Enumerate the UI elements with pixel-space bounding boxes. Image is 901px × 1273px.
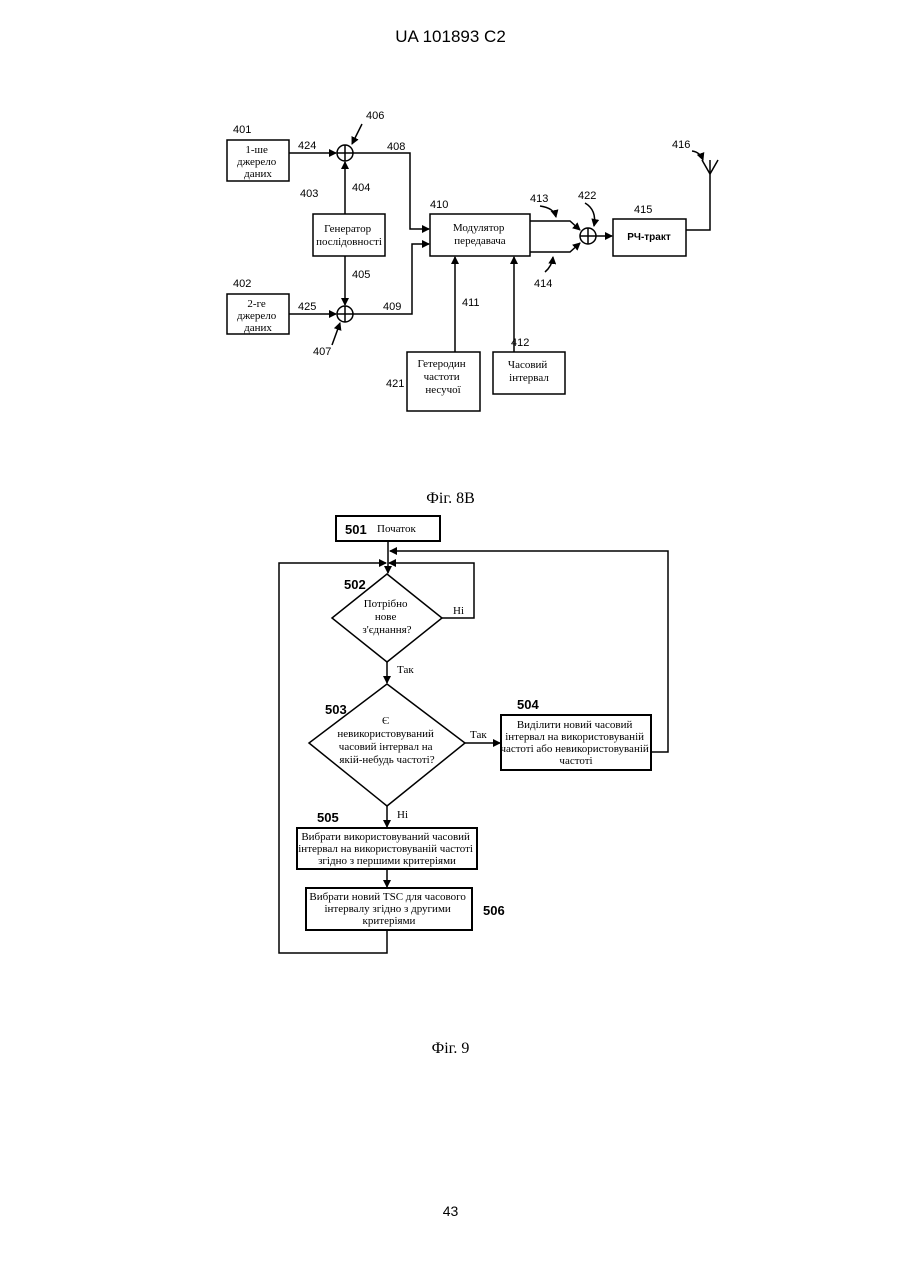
block-506-number: 506 [483,903,505,918]
decision-503-yes-label: Так [470,729,487,741]
adder-406 [337,145,353,161]
sequence-generator-block [313,214,385,256]
start-label: Початок [377,523,416,535]
ref-405: 405 [352,269,370,281]
start-number: 501 [345,522,367,537]
adder-406-number: 406 [366,110,384,122]
generator-number: 403 [300,188,318,200]
source-1-label: 1-ше джерело даних [237,144,279,180]
antenna-feed [686,174,710,230]
source-1-number: 401 [233,124,251,136]
modulator-label: Модулятор передавача [453,222,507,247]
line-413 [530,221,580,230]
block-504-text: Виділити новий часовий інтервал на викор… [500,719,651,767]
ref-424: 424 [298,140,316,152]
block-505-number: 505 [317,810,339,825]
ref-413: 413 [530,193,548,205]
source-2-label: 2-ге джерело даних [237,298,279,334]
ref-425: 425 [298,301,316,313]
decision-503-no-label: Ні [397,809,408,821]
fig-8b-caption: Фіг. 8В [0,490,901,508]
antenna-icon [702,160,718,174]
decision-502-number: 502 [344,577,366,592]
decision-502-text: Потрібно нове з'єднання? [362,598,411,636]
decision-502-no-label: Ні [453,605,464,617]
rf-path-number: 415 [634,204,652,216]
modulator-number: 410 [430,199,448,211]
adder-407-number: 407 [313,346,331,358]
time-slot-label: Часовий інтервал [508,359,550,384]
oscillator-number: 421 [386,378,404,390]
ref-409: 409 [383,301,401,313]
antenna-number: 416 [672,139,690,151]
line-414 [530,243,580,252]
fig-9-flowchart: 501 Початок Потрібно нове з'єднання? 502… [0,510,901,980]
rf-path-label: РЧ-тракт [627,232,671,243]
adder-422 [580,228,596,244]
ref-414: 414 [534,278,552,290]
decision-503-text: Є невикористовуваний часовий інтервал на… [337,715,436,766]
ref-411: 411 [462,297,480,309]
decision-503-number: 503 [325,702,347,717]
fig-9-caption: Фіг. 9 [0,1040,901,1058]
page-number: 43 [0,1203,901,1219]
sequence-generator-label: Генератор послідовності [316,223,382,248]
decision-502-yes-label: Так [397,664,414,676]
source-2-number: 402 [233,278,251,290]
ref-408: 408 [387,141,405,153]
carrier-oscillator-label: Гетеродин частоти несучої [418,358,469,396]
adder-422-number: 422 [578,190,596,202]
ref-404: 404 [352,182,370,194]
adder-407 [337,306,353,322]
block-506-text: Вибрати новий TSC для часового інтервалу… [309,891,468,927]
fig-8b-block-diagram: 1-ше джерело даних 401 2-ге джерело дани… [0,0,901,480]
block-505-text: Вибрати використовуваний часовий інтерва… [298,831,475,867]
block-504-number: 504 [517,697,539,712]
